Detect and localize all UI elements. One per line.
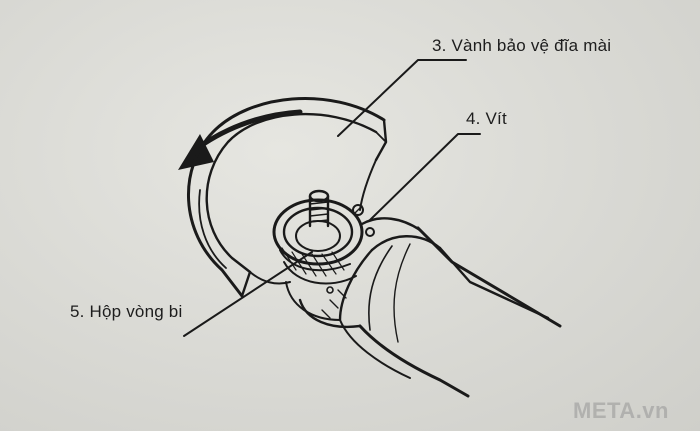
wheel-guard [187,97,388,298]
leader-lines [183,59,481,337]
screw [352,204,375,237]
rotation-arrow-icon [178,109,303,170]
bearing-housing-label: 5. Hộp vòng bi [70,302,183,321]
watermark-logo: META.vn [573,398,669,423]
spindle-bolt [308,189,330,228]
screw-label: 4. Vít [466,109,507,128]
bearing-housing [272,198,364,285]
grinder-body [285,217,562,398]
guard-label: 3. Vành bảo vệ đĩa mài [432,36,612,55]
